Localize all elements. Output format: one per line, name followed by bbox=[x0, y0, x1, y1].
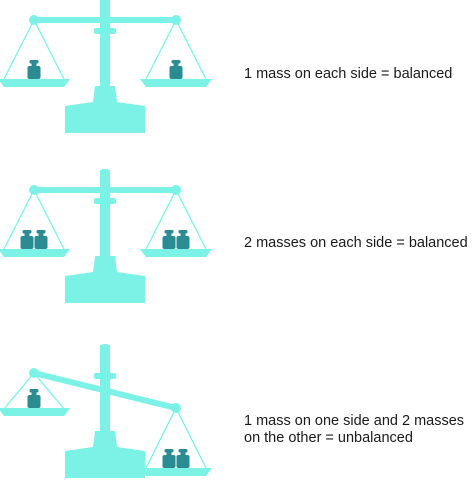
caption-balanced-single: 1 mass on each side = balanced bbox=[244, 66, 452, 83]
mass-neck bbox=[166, 452, 172, 456]
pan-string bbox=[33, 189, 66, 252]
scale-post bbox=[100, 345, 110, 449]
pan-string bbox=[175, 19, 208, 82]
caption-line: 1 mass on each side = balanced bbox=[244, 66, 453, 82]
scale-top-knob bbox=[101, 344, 109, 350]
mass-handle bbox=[164, 449, 174, 453]
mass-handle bbox=[29, 60, 39, 64]
scale-base bbox=[65, 431, 145, 478]
mass-handle bbox=[22, 230, 32, 234]
scale-collar bbox=[94, 28, 116, 34]
pan-string bbox=[2, 19, 35, 82]
pan-string bbox=[2, 189, 35, 252]
scale-collar bbox=[94, 373, 116, 379]
scale-top-knob bbox=[101, 0, 109, 5]
balance-scale-1 bbox=[0, 0, 212, 133]
scale-pan bbox=[0, 408, 70, 416]
mass-handle bbox=[164, 230, 174, 234]
scale-base bbox=[65, 256, 145, 303]
scale-post bbox=[100, 0, 110, 104]
pan-string bbox=[33, 372, 66, 411]
caption-line: 2 masses on each side = balanced bbox=[244, 235, 468, 251]
pan-string bbox=[175, 407, 208, 471]
mass-body bbox=[162, 236, 176, 249]
mass-body bbox=[169, 66, 183, 79]
caption-unbalanced: 1 mass on one side and 2 masses on the o… bbox=[244, 413, 464, 447]
mass-neck bbox=[38, 233, 44, 237]
mass-handle bbox=[36, 230, 46, 234]
mass-body bbox=[27, 66, 41, 79]
scale-pan bbox=[0, 79, 70, 87]
scale-collar bbox=[94, 198, 116, 204]
pan-string bbox=[33, 19, 66, 82]
mass-body bbox=[162, 455, 176, 468]
mass-body bbox=[176, 455, 190, 468]
mass-handle bbox=[171, 60, 181, 64]
mass-body bbox=[27, 395, 41, 408]
scale-pan bbox=[0, 249, 70, 257]
pan-string bbox=[144, 19, 177, 82]
mass-neck bbox=[24, 233, 30, 237]
caption-line: 1 mass on one side and 2 masses bbox=[244, 413, 465, 429]
mass-neck bbox=[173, 63, 179, 67]
scale-pan bbox=[140, 249, 212, 257]
mass-neck bbox=[166, 233, 172, 237]
mass-neck bbox=[180, 452, 186, 456]
mass-body bbox=[20, 236, 34, 249]
mass-neck bbox=[31, 63, 37, 67]
mass-neck bbox=[180, 233, 186, 237]
balance-scale-3 bbox=[0, 344, 212, 478]
mass-body bbox=[176, 236, 190, 249]
mass-handle bbox=[178, 449, 188, 453]
scale-pan bbox=[140, 468, 212, 476]
caption-balanced-double: 2 masses on each side = balanced bbox=[244, 235, 468, 252]
scale-top-knob bbox=[101, 169, 109, 175]
pan-string bbox=[2, 372, 35, 411]
pan-string bbox=[144, 189, 177, 252]
mass-handle bbox=[29, 389, 39, 393]
balance-scale-2 bbox=[0, 169, 212, 303]
scale-pan bbox=[140, 79, 212, 87]
pan-string bbox=[144, 407, 177, 471]
mass-body bbox=[34, 236, 48, 249]
caption-line: on the other = unbalanced bbox=[244, 430, 413, 446]
mass-handle bbox=[178, 230, 188, 234]
scale-base bbox=[65, 86, 145, 133]
mass-neck bbox=[31, 392, 37, 396]
scale-beam bbox=[31, 370, 179, 411]
pan-string bbox=[175, 189, 208, 252]
scale-post bbox=[100, 170, 110, 274]
